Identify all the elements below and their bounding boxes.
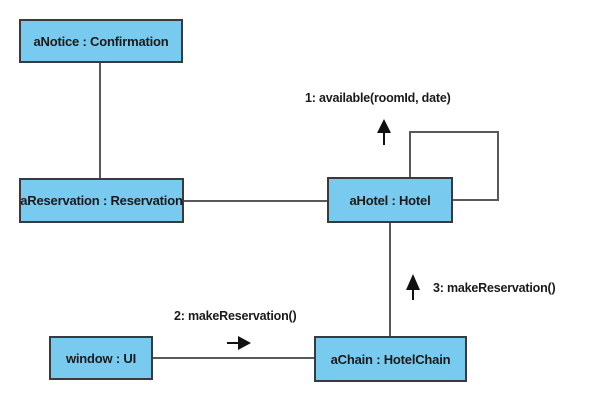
link-hotel-self-loop xyxy=(409,131,499,201)
node-achain-hotelchain[interactable]: aChain : HotelChain xyxy=(314,336,467,382)
node-areservation-label: aReservation : Reservation xyxy=(20,193,183,208)
node-window-ui[interactable]: window : UI xyxy=(49,336,153,380)
node-achain-label: aChain : HotelChain xyxy=(330,351,451,367)
message-3-label: 3: makeReservation() xyxy=(433,281,556,295)
node-ahotel-hotel[interactable]: aHotel : Hotel xyxy=(327,177,453,223)
node-anotice-label: aNotice : Confirmation xyxy=(33,33,169,49)
message-1-up-arrow-icon xyxy=(377,119,391,145)
message-2-label: 2: makeReservation() xyxy=(174,309,297,323)
node-anotice-confirmation[interactable]: aNotice : Confirmation xyxy=(19,19,183,63)
node-ahotel-label: aHotel : Hotel xyxy=(349,192,431,208)
message-3-up-arrow-icon xyxy=(406,274,420,300)
message-2-right-arrow-icon xyxy=(227,336,251,350)
message-1-label: 1: available(roomId, date) xyxy=(305,91,451,105)
node-areservation-reservation[interactable]: aReservation : Reservation xyxy=(19,178,184,223)
node-window-label: window : UI xyxy=(65,350,136,366)
